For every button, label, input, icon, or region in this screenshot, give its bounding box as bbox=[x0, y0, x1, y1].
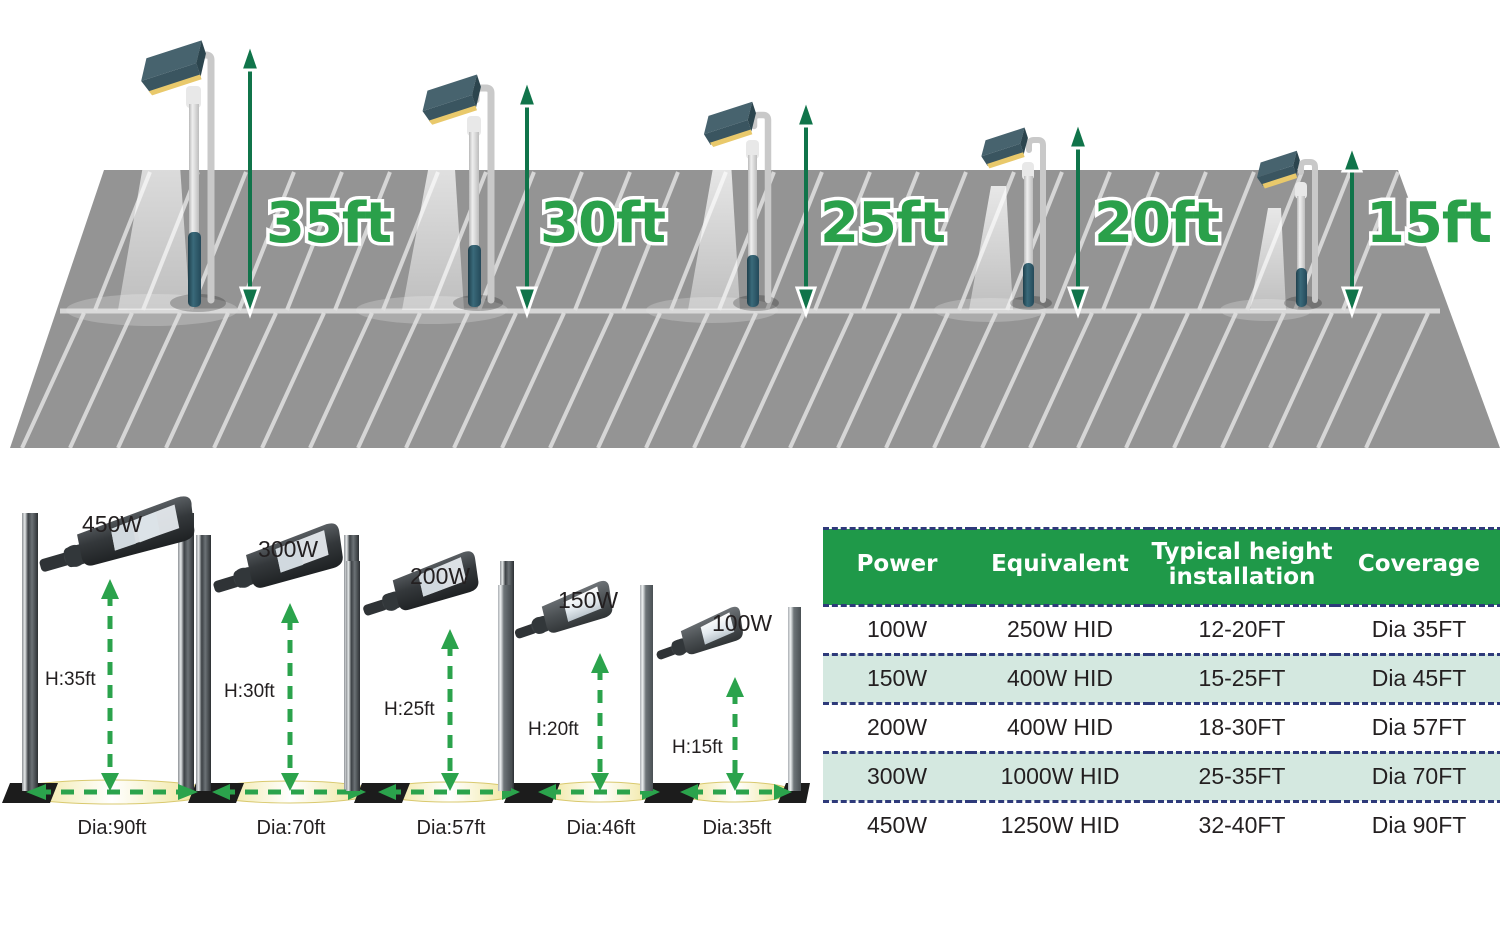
cell-coverage: Dia 57FT bbox=[1335, 703, 1500, 753]
scene-label-25ft: 25ft bbox=[816, 191, 949, 256]
height-label-30ft: H:30ft bbox=[224, 681, 275, 702]
height-arrow-30ft-fixture bbox=[281, 603, 299, 791]
light-pole-35ft bbox=[118, 40, 226, 312]
parking-lot-illustration: 35ft 30ft 25ft 20ft 15ft bbox=[10, 39, 1500, 448]
fixture-label-100w: 100W bbox=[712, 610, 773, 636]
fixture-label-150w: 150W bbox=[558, 587, 619, 613]
pole-comparison-svg bbox=[2, 496, 810, 805]
cell-height: 12-20FT bbox=[1149, 605, 1335, 655]
cell-power: 150W bbox=[823, 652, 971, 705]
parking-stripes-lower bbox=[20, 312, 1430, 448]
height-arrows bbox=[238, 39, 1364, 319]
col-header-power: Power bbox=[823, 527, 971, 607]
light-pole-15ft bbox=[1250, 150, 1322, 310]
table-row: 200W 400W HID 18-30FT Dia 57FT bbox=[823, 703, 1500, 753]
height-label-35ft: H:35ft bbox=[45, 669, 96, 690]
cell-height: 18-30FT bbox=[1149, 703, 1335, 753]
height-arrow-35ft-fixture bbox=[101, 579, 119, 791]
height-arrow-20ft-fixture bbox=[591, 653, 609, 791]
cell-equivalent: 400W HID bbox=[971, 652, 1149, 705]
height-arrow-20ft bbox=[1066, 117, 1090, 319]
scene-label-15ft: 15ft bbox=[1362, 191, 1495, 256]
cell-power: 200W bbox=[823, 703, 971, 753]
fixture-label-450w: 450W bbox=[82, 511, 143, 537]
dia-label-70ft: Dia:70ft bbox=[256, 817, 326, 839]
col-header-typical-height-line1: Typical height bbox=[1151, 539, 1333, 565]
light-pole-25ft bbox=[688, 101, 779, 311]
light-pole-30ft bbox=[402, 74, 503, 311]
height-label-25ft: H:25ft bbox=[384, 699, 435, 720]
col-header-typical-height: Typical height installation bbox=[1149, 527, 1335, 607]
specification-table-wrapper: Power Equivalent Typical height installa… bbox=[823, 527, 1500, 849]
pole-comparison-panel: 450W 300W 200W 150W 100W H:35ft H:30ft H… bbox=[0, 495, 810, 855]
cell-equivalent: 1250W HID bbox=[971, 801, 1149, 849]
table-header-row: Power Equivalent Typical height installa… bbox=[823, 527, 1500, 607]
height-arrow-35ft bbox=[238, 39, 262, 319]
height-arrow-25ft bbox=[794, 95, 818, 319]
fixture-label-300w: 300W bbox=[258, 536, 319, 562]
scene-label-20ft: 20ft bbox=[1090, 191, 1223, 256]
cell-power: 300W bbox=[823, 750, 971, 803]
dia-label-57ft: Dia:57ft bbox=[416, 817, 486, 839]
parking-lot-svg bbox=[10, 39, 1500, 448]
table-body: 100W 250W HID 12-20FT Dia 35FT 150W 400W… bbox=[823, 605, 1500, 849]
cell-height: 15-25FT bbox=[1149, 652, 1335, 705]
cell-height: 25-35FT bbox=[1149, 750, 1335, 803]
dia-label-35ft: Dia:35ft bbox=[702, 817, 772, 839]
coverage-arrow-35ft bbox=[680, 784, 792, 800]
fixture-100w bbox=[640, 606, 801, 800]
fixture-label-200w: 200W bbox=[410, 563, 471, 589]
cell-power: 100W bbox=[823, 605, 971, 655]
cell-power: 450W bbox=[823, 801, 971, 849]
dia-label-90ft: Dia:90ft bbox=[77, 817, 147, 839]
table-row: 150W 400W HID 15-25FT Dia 45FT bbox=[823, 652, 1500, 705]
scene-label-35ft: 35ft bbox=[262, 191, 395, 256]
height-arrow-15ft bbox=[1340, 141, 1364, 319]
height-label-20ft: H:20ft bbox=[528, 719, 579, 740]
cell-coverage: Dia 45FT bbox=[1335, 652, 1500, 705]
table-row: 300W 1000W HID 25-35FT Dia 70FT bbox=[823, 750, 1500, 803]
coverage-arrow-90ft bbox=[26, 784, 198, 800]
cell-height: 32-40FT bbox=[1149, 801, 1335, 849]
table-row: 100W 250W HID 12-20FT Dia 35FT bbox=[823, 605, 1500, 655]
cell-equivalent: 250W HID bbox=[971, 605, 1149, 655]
light-pole-20ft bbox=[969, 127, 1052, 310]
height-arrow-25ft-fixture bbox=[441, 629, 459, 791]
cell-equivalent: 400W HID bbox=[971, 703, 1149, 753]
cell-coverage: Dia 70FT bbox=[1335, 750, 1500, 803]
specification-table: Power Equivalent Typical height installa… bbox=[823, 527, 1500, 849]
dia-label-46ft: Dia:46ft bbox=[566, 817, 636, 839]
height-label-15ft: H:15ft bbox=[672, 737, 723, 758]
table-row: 450W 1250W HID 32-40FT Dia 90FT bbox=[823, 801, 1500, 849]
cell-coverage: Dia 90FT bbox=[1335, 801, 1500, 849]
fixture-450w bbox=[22, 496, 198, 800]
cell-equivalent: 1000W HID bbox=[971, 750, 1149, 803]
height-arrow-15ft-fixture bbox=[726, 677, 744, 791]
height-arrow-30ft bbox=[515, 75, 539, 319]
col-header-equivalent: Equivalent bbox=[971, 527, 1149, 607]
col-header-coverage: Coverage bbox=[1335, 527, 1500, 607]
cell-coverage: Dia 35FT bbox=[1335, 605, 1500, 655]
table-header: Power Equivalent Typical height installa… bbox=[823, 527, 1500, 607]
col-header-typical-height-line2: installation bbox=[1168, 563, 1316, 590]
scene-label-30ft: 30ft bbox=[536, 191, 669, 256]
